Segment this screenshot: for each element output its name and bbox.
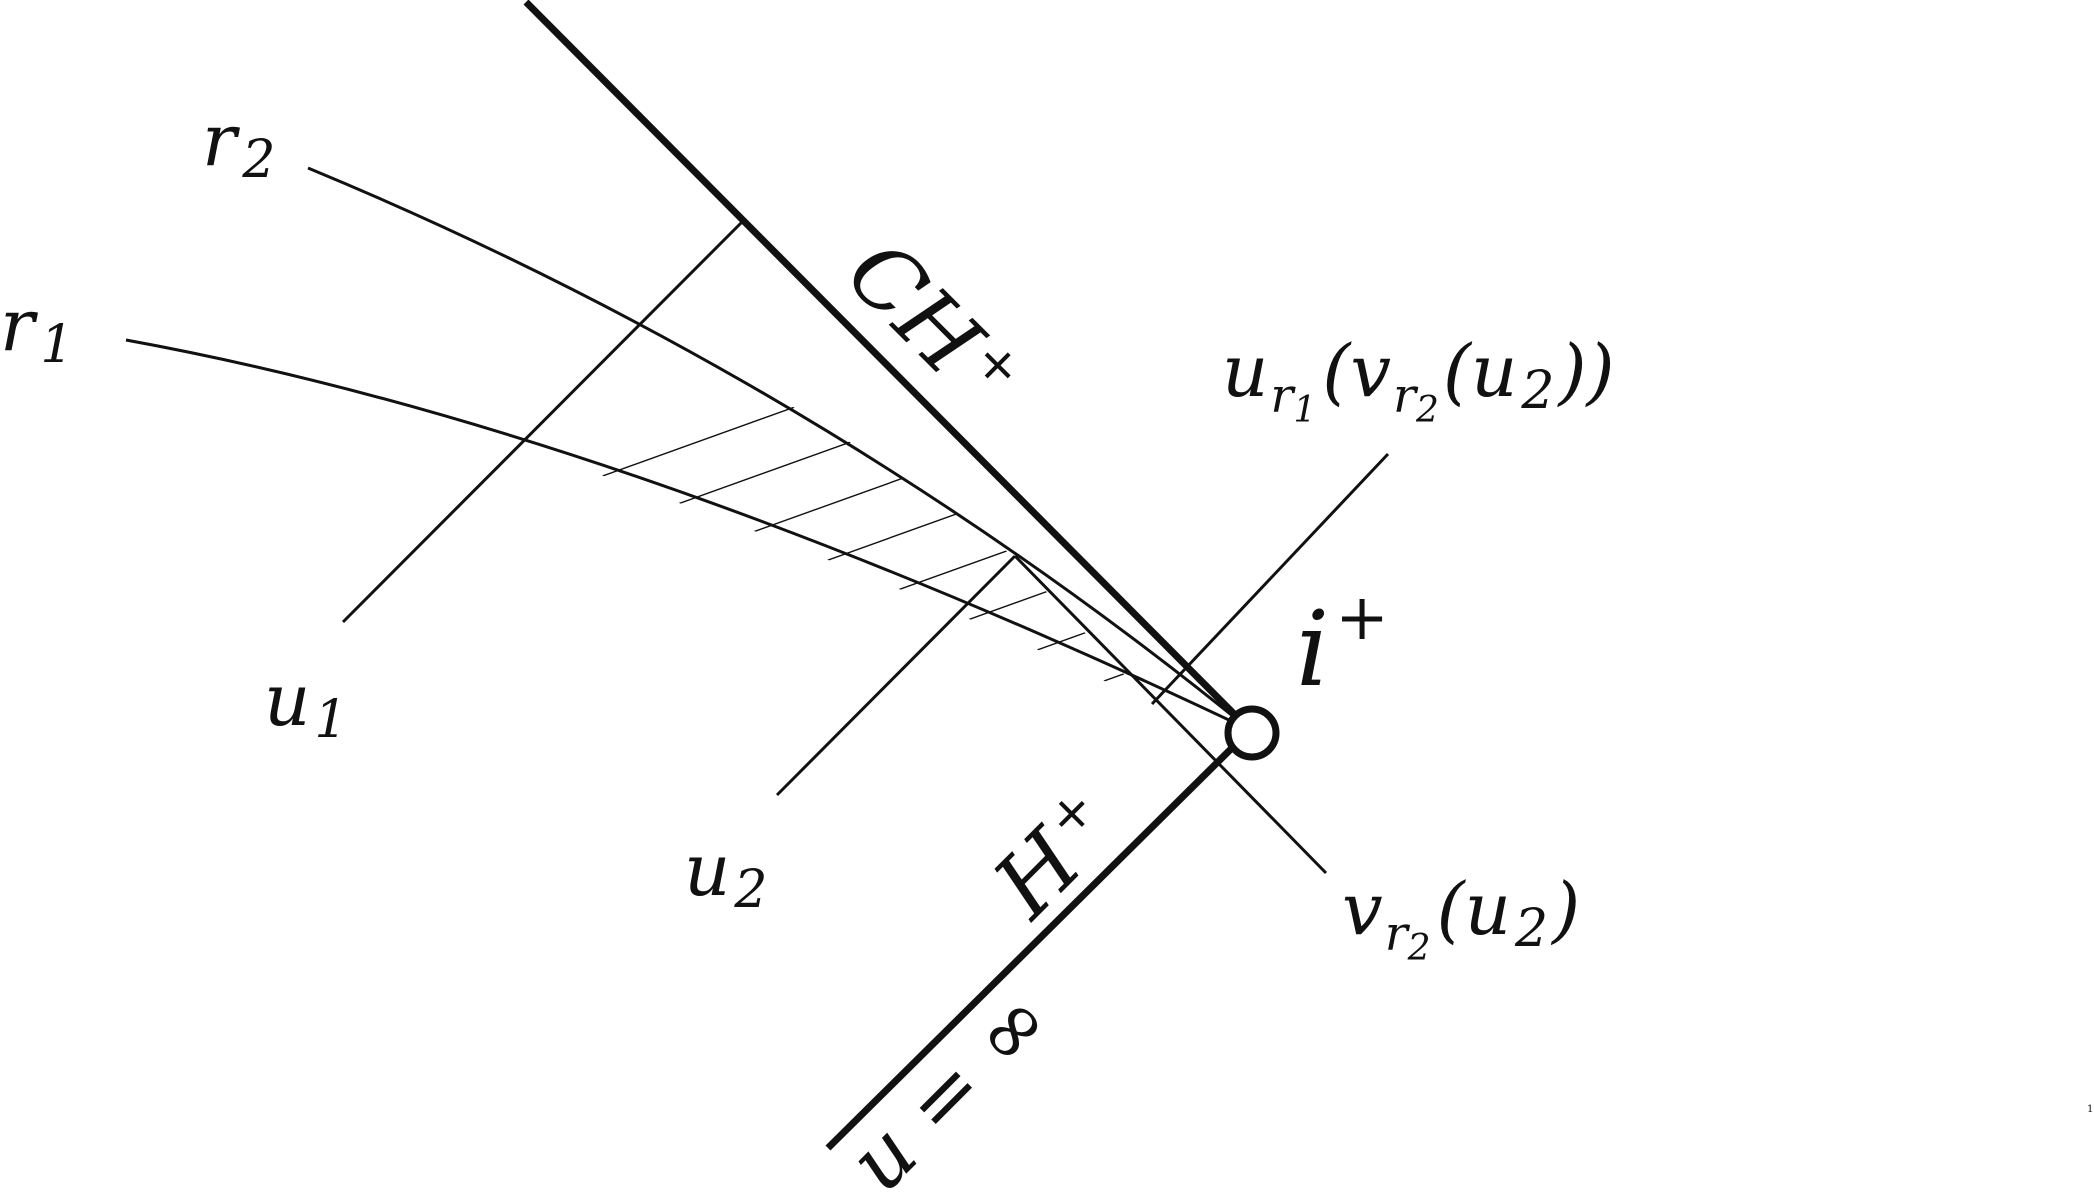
label-u-infinity: u = ∞ (831, 972, 1069, 1196)
null-line-u2 (775, 554, 1017, 797)
event-horizon-line (825, 739, 1241, 1151)
label-v-r2-u2: vr2(u2) (1342, 867, 1580, 969)
null-line-v-r2 (1013, 554, 1328, 875)
label-u-r1-v-r2-u2: ur1(vr2(u2)) (1222, 329, 1615, 431)
null-line-u1 (341, 220, 744, 624)
i-plus-point (1224, 705, 1280, 761)
label-u1: u1 (264, 658, 347, 750)
cauchy-horizon-line (523, 0, 1253, 733)
label-i-plus: i+ (1296, 581, 1389, 710)
curve-r2 (307, 166, 1251, 732)
curve-r1 (125, 338, 1251, 732)
label-event-horizon: H+ (973, 775, 1137, 939)
label-cauchy-horizon: CH+ (827, 220, 1037, 430)
page-number: 1 (2087, 1104, 2093, 1115)
null-line-u-r1 (1150, 452, 1390, 706)
hatched-region (518, 326, 1152, 704)
label-u2: u2 (684, 828, 767, 920)
